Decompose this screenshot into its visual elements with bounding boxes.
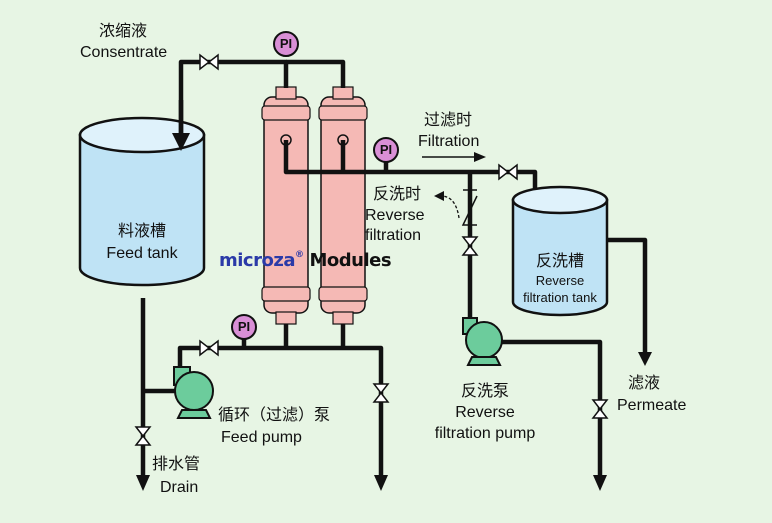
reverse-label-en-1: Reverse <box>365 207 425 224</box>
feed-pump-icon <box>173 366 214 419</box>
valve-reverse-line <box>461 236 479 256</box>
feed-tank-label-en: Feed tank <box>106 245 178 262</box>
reverse-filtration-tank <box>511 185 609 317</box>
valve-permeate <box>591 399 609 419</box>
valve-filtration <box>498 163 518 181</box>
valve-concentrate <box>199 53 219 71</box>
check-valve <box>461 189 478 226</box>
reverse-filtration-pump-icon <box>462 317 503 366</box>
modules-label: Modules <box>309 250 392 271</box>
reverse-label-zh: 反洗时 <box>373 186 422 203</box>
drain-label-en: Drain <box>160 479 199 496</box>
valve-drain <box>134 426 152 446</box>
pressure-indicator-top: PI <box>273 31 299 57</box>
membrane-module-right <box>318 86 368 325</box>
rf-pump-label-zh: 反洗泵 <box>460 383 509 400</box>
rf-tank-label-en-1: Reverse <box>535 273 585 288</box>
concentrate-label-en: Consentrate <box>80 44 168 61</box>
pressure-indicator-filtration: PI <box>373 137 399 163</box>
feed-tank-label-zh: 料液槽 <box>117 223 166 240</box>
concentrate-label-zh: 浓缩液 <box>99 23 148 40</box>
microza-logo: microza <box>219 250 295 271</box>
filtration-label-zh: 过滤时 <box>424 112 473 129</box>
pressure-indicator-feed: PI <box>231 314 257 340</box>
drain-label-zh: 排水管 <box>152 456 201 473</box>
rf-pump-label-en-2: filtration pump <box>434 425 536 442</box>
rf-pump-label-en-1: Reverse <box>455 404 515 421</box>
feed-pump-label-zh: 循环（过滤）泵 <box>218 407 331 424</box>
feed-pump-label-en: Feed pump <box>221 429 302 446</box>
outlet-arrows <box>136 352 652 491</box>
rf-tank-label-en-2: filtration tank <box>523 290 597 305</box>
valve-pump-outlet <box>199 339 219 357</box>
rf-tank-label-zh: 反洗槽 <box>535 253 584 270</box>
flow-arrows <box>422 152 486 219</box>
filtration-label-en: Filtration <box>418 133 480 150</box>
permeate-label-zh: 滤液 <box>628 375 661 392</box>
permeate-label-en: Permeate <box>617 397 687 414</box>
reverse-label-en-2: filtration <box>365 227 422 244</box>
valve-module-outlet <box>372 383 390 403</box>
microza-modules-label: microza®Modules <box>219 250 392 271</box>
membrane-module-left <box>261 86 311 325</box>
